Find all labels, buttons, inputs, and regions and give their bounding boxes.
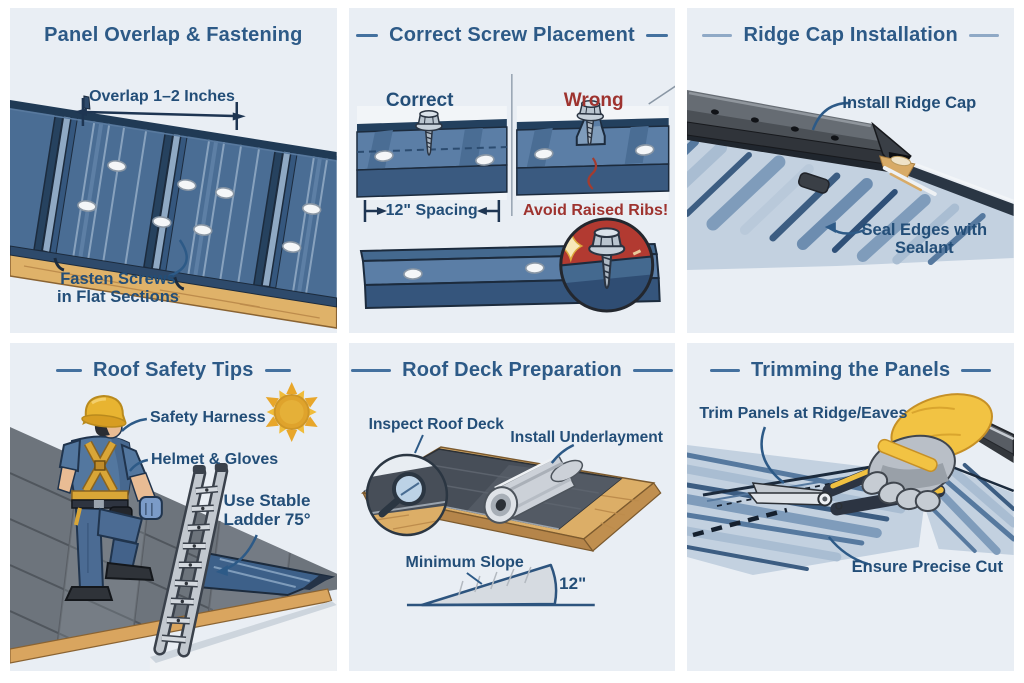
seal-note-line2: Sealant: [894, 239, 954, 257]
panel-overlap-fastening: Panel Overlap & Fastening: [10, 8, 337, 333]
fasten-note: Fasten Screws in Flat Sections: [57, 270, 179, 306]
screw-placement-illustration: [355, 74, 676, 313]
ladder-note-line2: Ladder 75°: [223, 510, 311, 529]
leader-line: [413, 434, 424, 454]
overlap-illustration: [10, 95, 337, 329]
title-dash-left: [709, 369, 740, 372]
sealant: [879, 155, 938, 196]
seal-note-line1: Seal Edges with: [861, 221, 988, 239]
overlap-dimension-label: Overlap 1–2 Inches: [89, 88, 235, 105]
panel-title: Panel Overlap & Fastening: [44, 24, 303, 46]
panel-title-row: Trimming the Panels: [687, 359, 1014, 382]
metal-roof-slope: [687, 136, 1014, 270]
wrong-label: Wrong: [563, 90, 624, 111]
title-dash-right: [632, 369, 673, 372]
panel-ridge-cap: Ridge Cap Installation: [687, 8, 1014, 333]
title-dash-left: [702, 34, 733, 37]
gable-wall: [149, 601, 337, 671]
safety-harness-label: Safety Harness: [150, 409, 266, 426]
title-dash-right: [645, 34, 668, 37]
leader-line: [825, 222, 866, 235]
alert-inset-circle: [558, 217, 654, 313]
panel-screw-placement: Correct Screw Placement: [348, 8, 676, 333]
worker-figure: [57, 394, 163, 601]
leader-line: [760, 426, 785, 484]
title-dash-right: [264, 369, 291, 372]
leader-arrow: [215, 534, 258, 576]
boot: [64, 586, 114, 601]
warning-leader: [587, 157, 597, 190]
install-ridge-cap-label: Install Ridge Cap: [842, 94, 977, 112]
slope-value-label: 12": [559, 574, 587, 593]
leader-line: [828, 536, 869, 566]
fasten-note-line1: Fasten Screws: [60, 270, 176, 288]
corner-line: [647, 85, 676, 105]
warning-label: Avoid Raised Ribs!: [523, 202, 669, 219]
helmet-gloves-label: Helmet & Gloves: [151, 451, 279, 468]
panel-deck-preparation: Roof Deck Preparation: [348, 343, 676, 671]
spacing-dimension: [363, 200, 500, 222]
work-glove-icon: [861, 393, 994, 512]
underlayment-roll: [483, 453, 583, 524]
title-dash-left: [356, 34, 379, 37]
correct-cross-section: [355, 110, 508, 198]
metal-panel-band: [10, 95, 337, 308]
deck-preparation-illustration: [360, 434, 662, 607]
slope-diagram: [406, 563, 595, 607]
panel-title: Correct Screw Placement: [389, 24, 635, 46]
panel-title-row: Ridge Cap Installation: [687, 24, 1014, 47]
panel-title-row: Panel Overlap & Fastening: [10, 24, 337, 47]
panel-title: Roof Safety Tips: [93, 359, 254, 381]
ladder-icon: [153, 463, 229, 658]
panel-roof-safety: Roof Safety Tips: [10, 343, 337, 671]
install-underlayment-label: Install Underlayment: [510, 429, 663, 446]
fasten-note-line2: in Flat Sections: [57, 288, 179, 306]
title-dash-left: [351, 369, 392, 372]
inspect-deck-label: Inspect Roof Deck: [368, 416, 504, 433]
leader-line: [465, 572, 483, 585]
leader-line: [168, 239, 188, 278]
seal-edges-note: Seal Edges with Sealant: [862, 221, 988, 257]
sun-icon: [263, 382, 321, 442]
ridge-cap-illustration: [687, 90, 1014, 270]
panel-title: Trimming the Panels: [750, 359, 951, 381]
title-dash-right: [968, 34, 999, 37]
raised-rib: [252, 146, 299, 289]
panel-title-row: Correct Screw Placement: [349, 24, 676, 47]
leader-line: [128, 458, 149, 472]
magnifier-inset: [365, 453, 448, 537]
ladder-note-line1: Use Stable: [223, 491, 311, 510]
leader-line: [120, 417, 148, 432]
correct-label: Correct: [385, 90, 454, 111]
spacing-label: 12" Spacing: [385, 202, 478, 219]
work-glove-icon: [138, 496, 163, 520]
trim-panels-label: Trim Panels at Ridge/Eaves: [699, 405, 908, 422]
leader-line: [812, 101, 852, 131]
closure-tab: [798, 172, 831, 194]
minimum-slope-label: Minimum Slope: [405, 554, 524, 571]
panel-title: Roof Deck Preparation: [402, 359, 622, 381]
panel-title: Ridge Cap Installation: [743, 24, 958, 46]
hard-hat-icon: [81, 394, 127, 428]
magnifier-icon: [378, 472, 426, 518]
boot: [104, 561, 155, 582]
leader-line: [550, 443, 574, 464]
cap-screws: [711, 109, 840, 141]
title-dash-left: [56, 369, 82, 372]
ensure-cut-label: Ensure Precise Cut: [851, 558, 1003, 576]
trimming-illustration: [687, 393, 1014, 575]
title-dash-right: [961, 369, 992, 372]
overlap-dimension: [73, 98, 246, 130]
wrong-cross-section: [515, 99, 670, 196]
panel-title-row: Roof Safety Tips: [10, 359, 337, 382]
dashed-cut-line: [692, 507, 788, 538]
panel-trimming: Trimming the Panels: [687, 343, 1014, 671]
panel-title-row: Roof Deck Preparation: [349, 359, 676, 382]
ladder-note: Use Stable Ladder 75°: [223, 491, 310, 529]
roof-safety-illustration: [10, 382, 337, 671]
